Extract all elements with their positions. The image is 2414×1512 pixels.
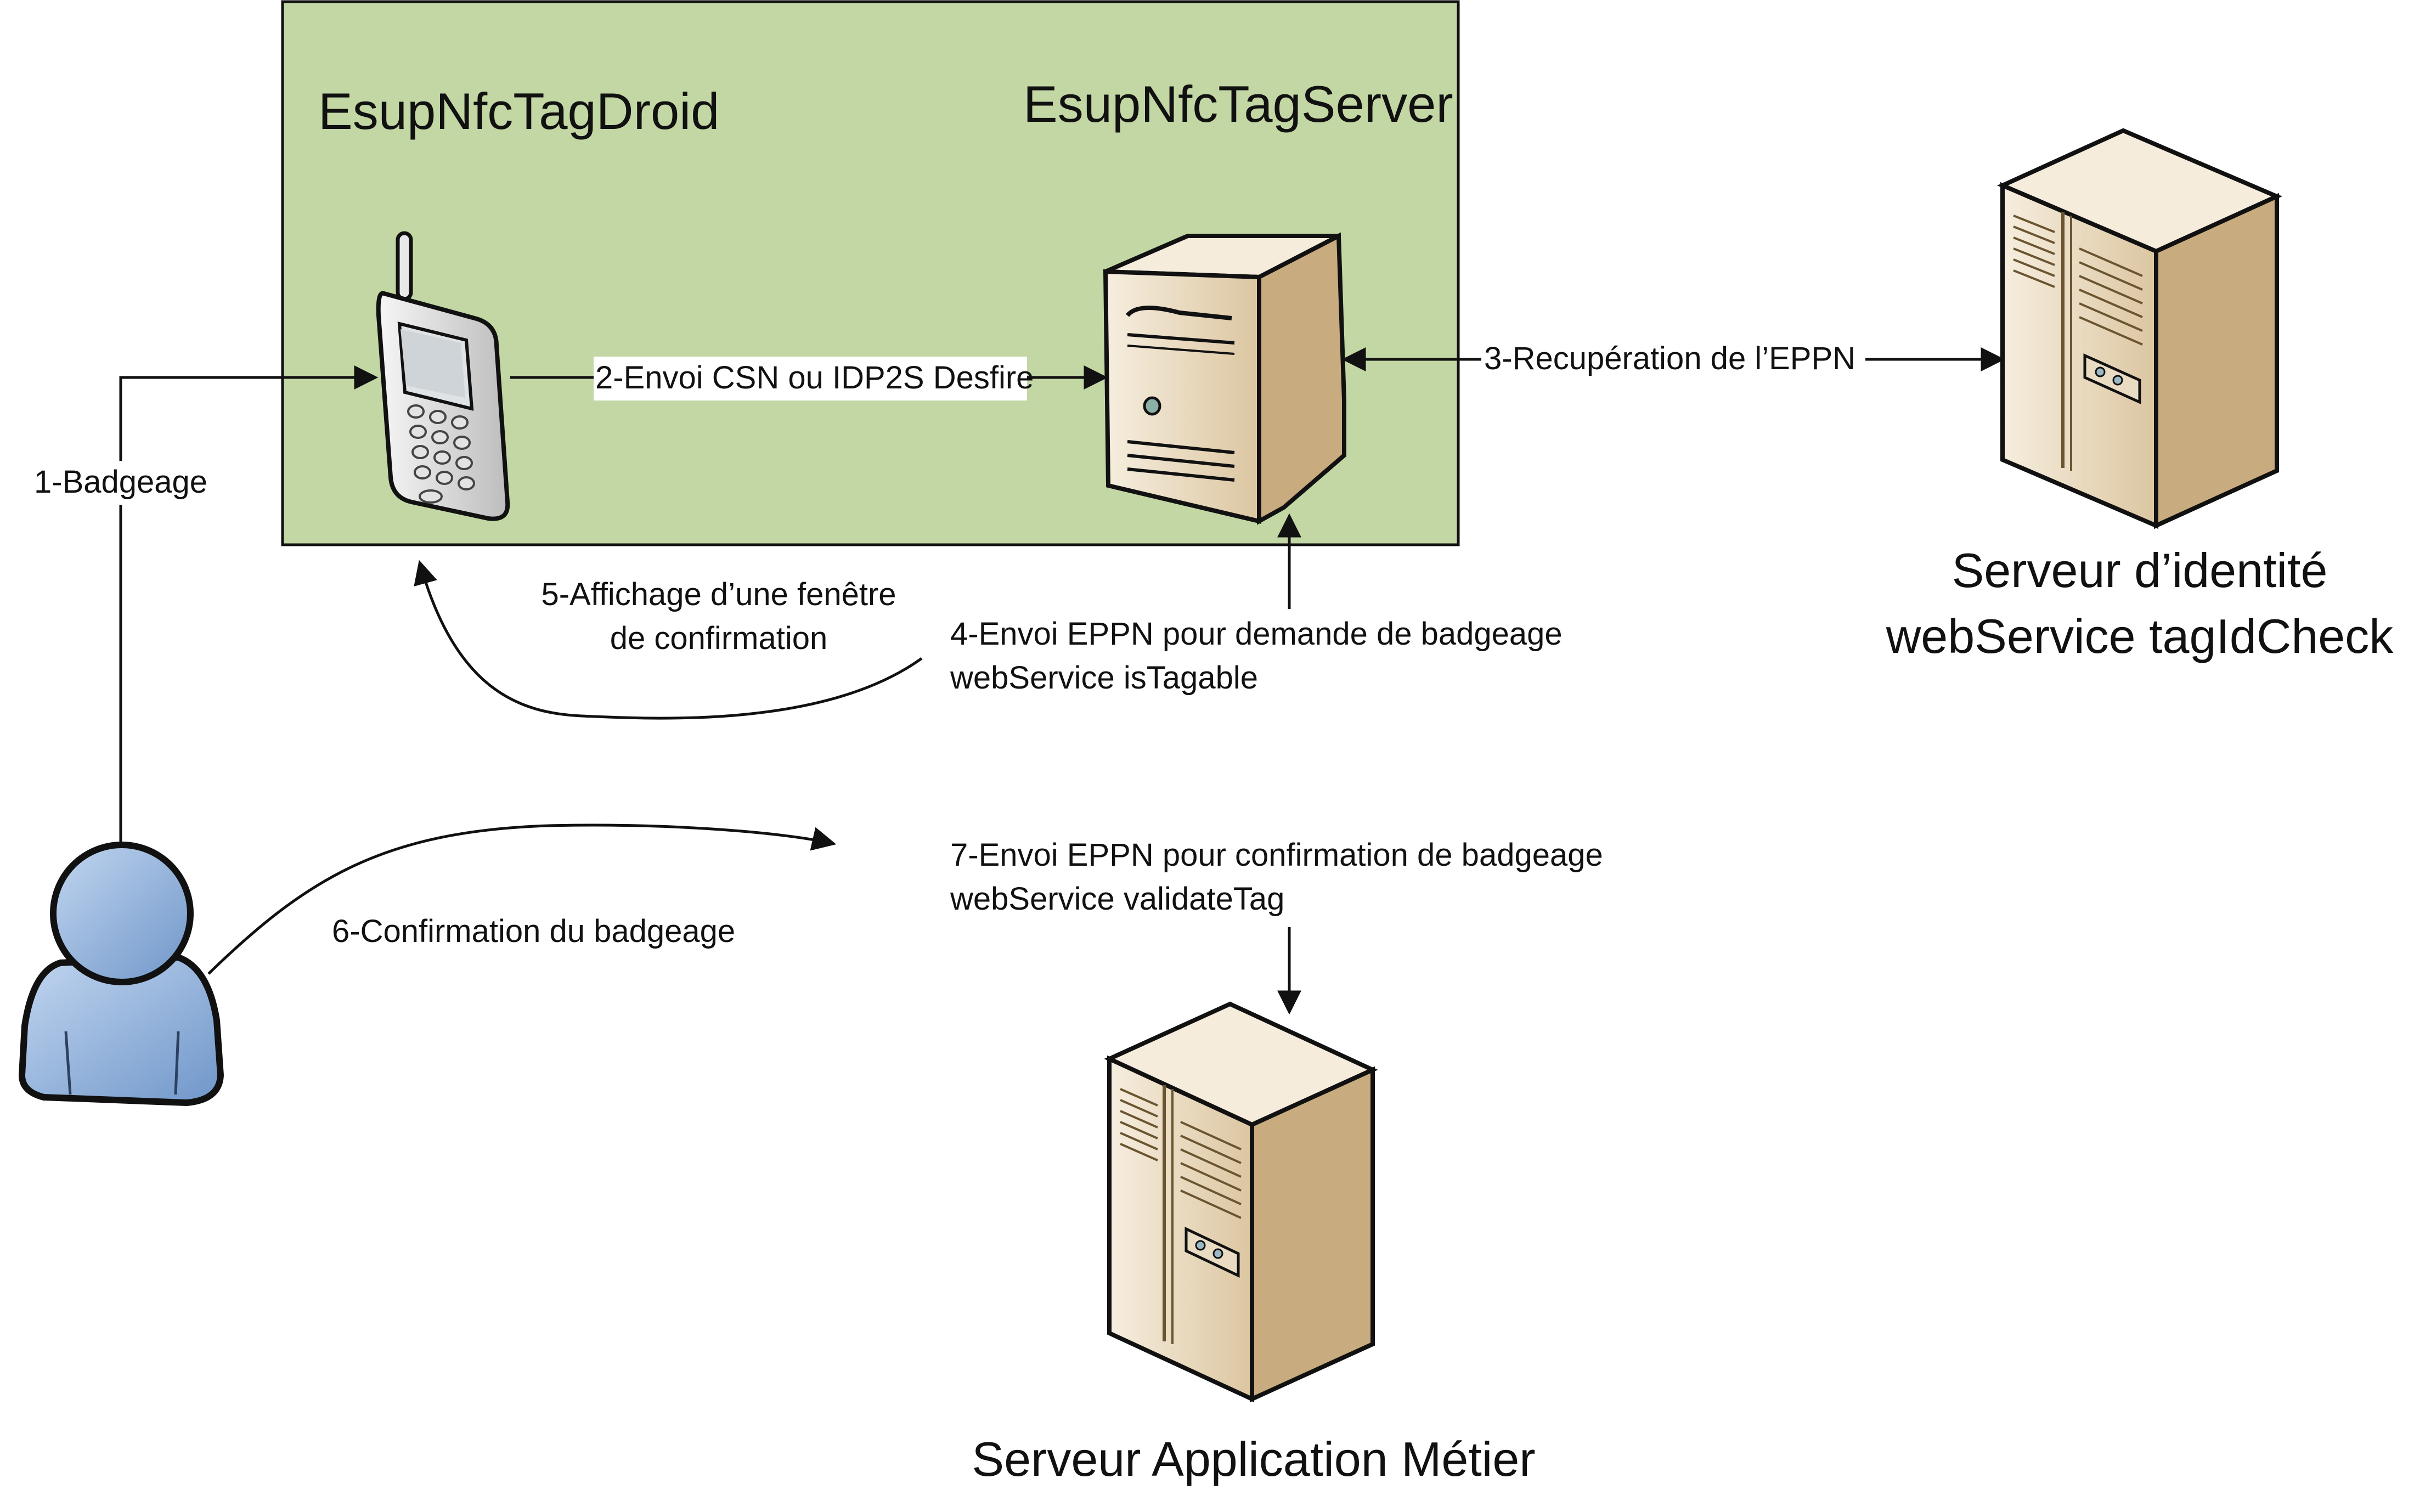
step-2-label: 2-Envoi CSN ou IDP2S Desfire — [595, 360, 1034, 396]
step-4-label-line1: 4-Envoi EPPN pour demande de badgeage — [950, 616, 1563, 652]
step-4-label-line2: webService isTagable — [950, 660, 1258, 696]
step-3-label: 3-Recupération de l’EPPN — [1484, 341, 1855, 376]
zone-title-droid: EsupNfcTagDroid — [318, 82, 719, 140]
identity-server-label-line2: webService tagIdCheck — [1886, 609, 2394, 663]
step-6-label: 6-Confirmation du badgeage — [332, 913, 735, 949]
business-server-label: Serveur Application Métier — [972, 1432, 1535, 1486]
step-3-label-bg — [1481, 337, 1865, 381]
arrow-step-1 — [119, 365, 379, 848]
arrow-step-5 — [414, 560, 923, 720]
step-7-label-line2: webService validateTag — [950, 881, 1284, 917]
user-icon — [18, 842, 224, 1107]
arrow-step-6 — [207, 823, 837, 975]
mobile-phone-icon — [376, 231, 510, 521]
step-5-label-line2: de confirmation — [610, 620, 828, 656]
step-2-label-bg — [594, 357, 1027, 400]
business-server-icon — [1104, 1001, 1378, 1403]
server-tower-icon — [1103, 232, 1346, 525]
step-7-label-line1: 7-Envoi EPPN pour confirmation de badgea… — [950, 837, 1603, 873]
identity-server-label-line1: Serveur d’identité — [1952, 543, 2328, 597]
identity-server-icon — [1997, 128, 2282, 529]
zone-title-server: EsupNfcTagServer — [1023, 75, 1453, 133]
step-5-label-line1: 5-Affichage d’une fenêtre — [541, 577, 896, 612]
step-1-label-bg — [32, 461, 213, 505]
step-1-label: 1-Badgeage — [34, 464, 207, 500]
